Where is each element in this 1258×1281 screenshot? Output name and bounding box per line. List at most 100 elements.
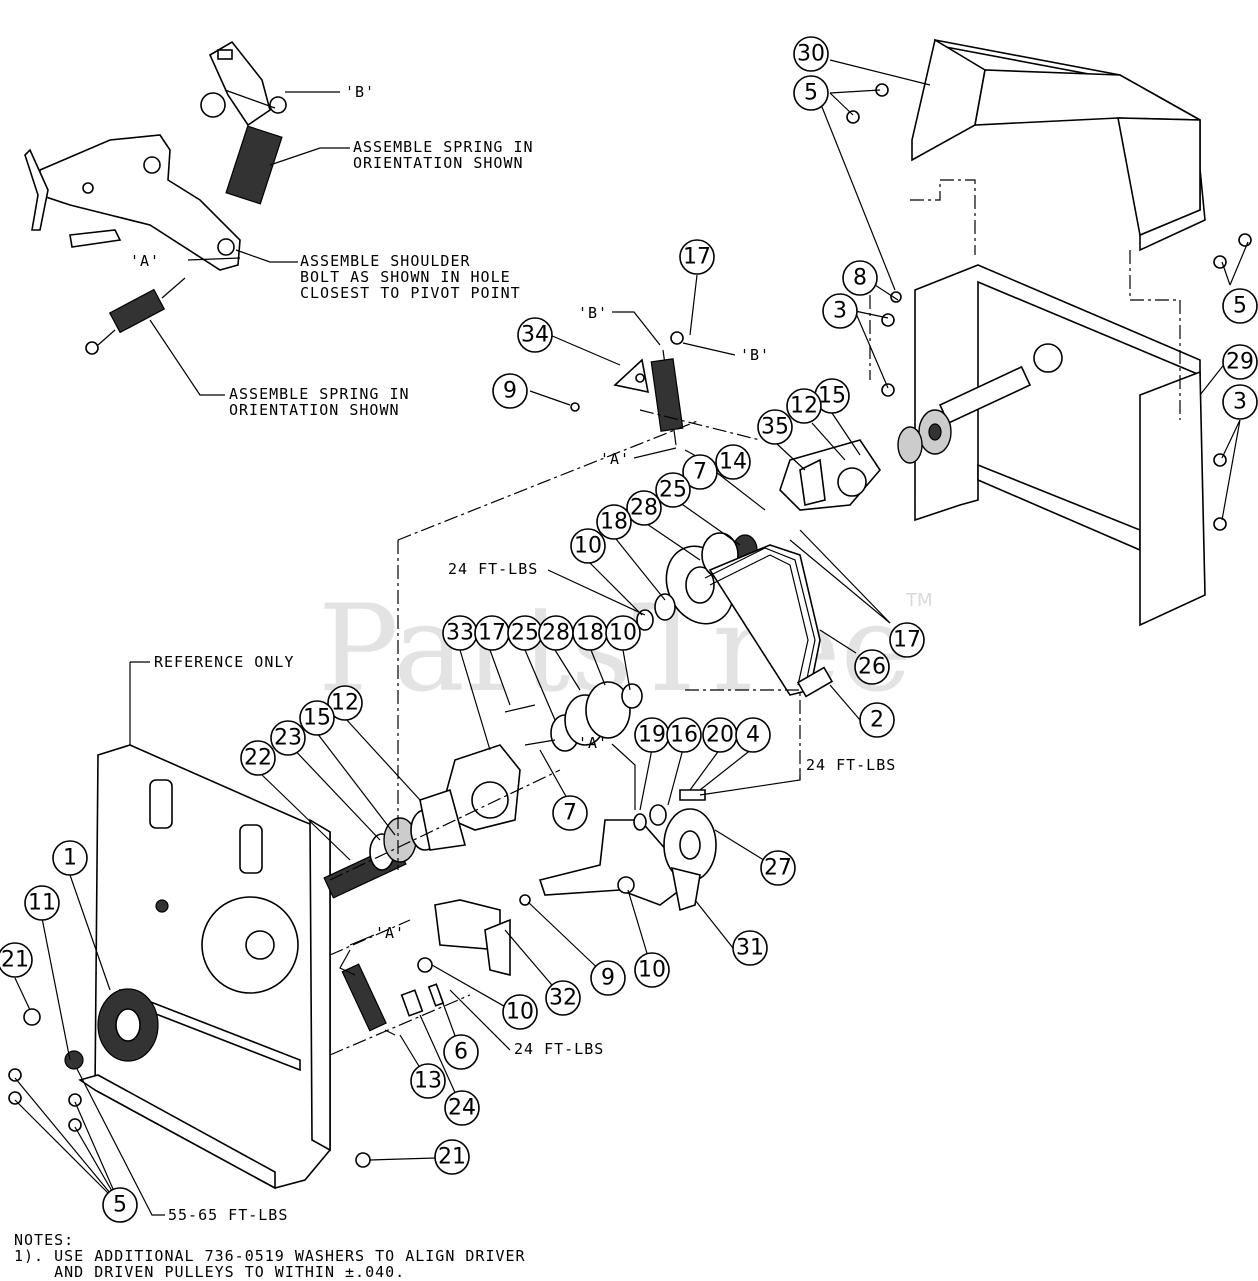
note-spring-top-2: ORIENTATION SHOWN [353, 154, 524, 172]
callout-number: 15 [818, 384, 846, 409]
spring-lower [339, 949, 396, 1036]
note-spring-bottom-1: ASSEMBLE SPRING IN [229, 385, 410, 403]
callout-bubble[interactable]: 17 [679, 239, 715, 275]
pulley-frame [914, 264, 1206, 627]
callout-bubble[interactable]: 9 [492, 373, 528, 409]
callout-number: 33 [446, 621, 474, 646]
callout-bubble[interactable]: 22 [240, 740, 276, 776]
callout-number: 5 [113, 1193, 127, 1218]
callout-number: 22 [244, 746, 272, 771]
callout-bubble[interactable]: 29 [1222, 344, 1258, 380]
callout-bubble[interactable]: 20 [702, 717, 738, 753]
callout-bubble[interactable]: 10 [502, 994, 538, 1030]
callout-bubble[interactable]: 27 [760, 850, 796, 886]
callout-number: 17 [893, 628, 921, 653]
callout-bubble[interactable]: 12 [786, 388, 822, 424]
callout-bubble[interactable]: 25 [507, 615, 543, 651]
note-shoulder-3: CLOSEST TO PIVOT POINT [300, 284, 521, 302]
callout-number: 12 [790, 394, 818, 419]
callout-bubble[interactable]: 25 [655, 472, 691, 508]
label-reference-only: REFERENCE ONLY [154, 653, 294, 671]
callout-number: 5 [1233, 294, 1247, 319]
callout-bubble[interactable]: 11 [24, 885, 60, 921]
callout-number: 21 [1, 948, 29, 973]
callout-number: 3 [833, 299, 847, 324]
callout-number: 3 [1233, 390, 1247, 415]
belt-cover [911, 38, 1206, 252]
notes-heading: NOTES: [14, 1231, 75, 1249]
callout-bubble[interactable]: 15 [299, 700, 335, 736]
callout-bubble[interactable]: 5 [793, 75, 829, 111]
callout-number: 10 [574, 534, 602, 559]
label-torque-55-65: 55-65 FT-LBS [168, 1206, 288, 1224]
callout-bubble[interactable]: 21 [0, 942, 33, 978]
callout-bubble[interactable]: 10 [634, 952, 670, 988]
label-b-mid-right: 'B' [740, 346, 770, 364]
callout-bubble[interactable]: 13 [410, 1063, 446, 1099]
callout-number: 4 [746, 723, 760, 748]
callout-number: 28 [542, 621, 570, 646]
callout-bubble[interactable]: 7 [552, 795, 588, 831]
callout-number: 7 [693, 460, 707, 485]
callout-bubble[interactable]: 28 [626, 490, 662, 526]
callout-bubble[interactable]: 5 [1222, 288, 1258, 324]
callout-bubble[interactable]: 8 [842, 260, 878, 296]
label-a-center: 'A' [375, 924, 405, 942]
callout-bubble[interactable]: 18 [596, 504, 632, 540]
callout-bubble[interactable]: 35 [757, 409, 793, 445]
callout-bubble[interactable]: 9 [590, 960, 626, 996]
callout-bubble[interactable]: 18 [572, 615, 608, 651]
callout-bubble[interactable]: 12 [327, 685, 363, 721]
callout-bubble[interactable]: 6 [443, 1034, 479, 1070]
callout-bubble[interactable]: 23 [270, 720, 306, 756]
callout-bubble[interactable]: 10 [605, 615, 641, 651]
callout-number: 18 [576, 621, 604, 646]
label-b-top: 'B' [345, 83, 375, 101]
callout-number: 17 [683, 245, 711, 270]
callout-bubble[interactable]: 21 [434, 1139, 470, 1175]
callout-bubble[interactable]: 28 [538, 615, 574, 651]
callout-bubble[interactable]: 32 [545, 980, 581, 1016]
callout-number: 15 [303, 706, 331, 731]
callout-bubble[interactable]: 16 [666, 717, 702, 753]
callout-bubble[interactable]: 17 [889, 622, 925, 658]
callout-bubble[interactable]: 2 [859, 702, 895, 738]
callout-number: 1 [63, 846, 77, 871]
label-a-lower: 'A' [578, 734, 608, 752]
callout-bubble[interactable]: 17 [474, 615, 510, 651]
spring-mid [570, 349, 684, 446]
callout-number: 27 [764, 856, 792, 881]
callout-bubble[interactable]: 30 [793, 36, 829, 72]
callout-number: 9 [601, 966, 615, 991]
callout-bubble[interactable]: 3 [822, 293, 858, 329]
callout-number: 9 [503, 379, 517, 404]
callout-bubble[interactable]: 1 [52, 840, 88, 876]
notes-line-2: AND DRIVEN PULLEYS TO WITHIN ±.040. [14, 1263, 406, 1281]
callout-number: 8 [853, 266, 867, 291]
callout-number: 28 [630, 496, 658, 521]
callout-number: 25 [659, 478, 687, 503]
callout-number: 32 [549, 986, 577, 1011]
callout-bubble[interactable]: 34 [517, 317, 553, 353]
callout-bubble[interactable]: 10 [570, 528, 606, 564]
callout-bubble[interactable]: 31 [732, 930, 768, 966]
callout-bubble[interactable]: 15 [814, 378, 850, 414]
callout-bubble[interactable]: 26 [854, 649, 890, 685]
fasteners [8, 83, 1252, 1168]
callout-number: 29 [1226, 350, 1254, 375]
callout-bubble[interactable]: 3 [1222, 384, 1258, 420]
callout-bubble[interactable]: 19 [634, 717, 670, 753]
callout-number: 26 [858, 655, 886, 680]
upper-shaft-assembly [779, 365, 1032, 511]
callout-number: 17 [478, 621, 506, 646]
callout-bubble[interactable]: 24 [444, 1090, 480, 1126]
callout-bubble[interactable]: 33 [442, 615, 478, 651]
callout-bubble[interactable]: 14 [715, 444, 751, 480]
callout-number: 34 [521, 323, 549, 348]
watermark-tm: TM [905, 590, 933, 611]
callout-bubble[interactable]: 5 [102, 1187, 138, 1223]
callout-bubble[interactable]: 7 [682, 454, 718, 490]
callout-bubble[interactable]: 4 [735, 717, 771, 753]
label-a-left: 'A' [130, 252, 160, 270]
